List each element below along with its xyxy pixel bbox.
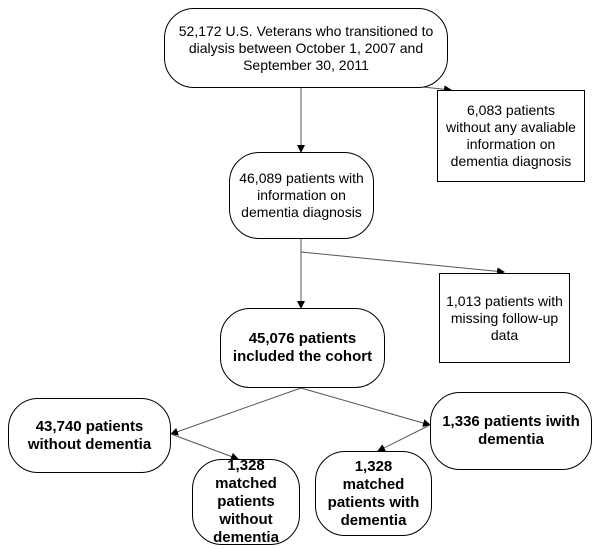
node-start-text: 52,172 U.S. Veterans who transitioned to… [178,22,434,73]
node-excluded2: 1,013 patients with missing follow-up da… [439,273,570,363]
node-matched-with-text: 1,328 matched patients with dementia [327,457,420,529]
node-start: 52,172 U.S. Veterans who transitioned to… [164,8,448,88]
node-with-info-text: 46,089 patients with information on deme… [239,170,364,220]
arrow-with-to-matched [377,424,431,452]
arrow-with-info-to-excluded2 [300,251,505,276]
node-excluded1-text: 6,083 patients without any avaliable inf… [446,102,576,169]
node-with-info: 46,089 patients with information on deme… [229,152,374,239]
node-with-dementia-text: 1,336 patients iwith dementia [442,413,580,448]
arrow-without-to-matched [170,433,239,461]
node-matched-without-text: 1,328 matched patients without dementia [213,457,279,546]
node-excluded1: 6,083 patients without any avaliable inf… [437,90,585,182]
node-without-dementia-text: 43,740 patients without dementia [27,417,152,453]
node-with-dementia: 1,336 patients iwith dementia [430,392,592,470]
node-matched-without: 1,328 matched patients without dementia [192,457,300,546]
node-matched-with: 1,328 matched patients with dementia [315,451,432,536]
node-cohort: 45,076 patients included the cohort [220,308,385,388]
node-cohort-text: 45,076 patients included the cohort [232,330,373,365]
arrow-cohort-to-without [170,387,302,436]
node-without-dementia: 43,740 patients without dementia [8,398,171,473]
arrow-cohort-to-with [300,387,431,427]
node-excluded2-text: 1,013 patients with missing follow-up da… [446,292,563,343]
